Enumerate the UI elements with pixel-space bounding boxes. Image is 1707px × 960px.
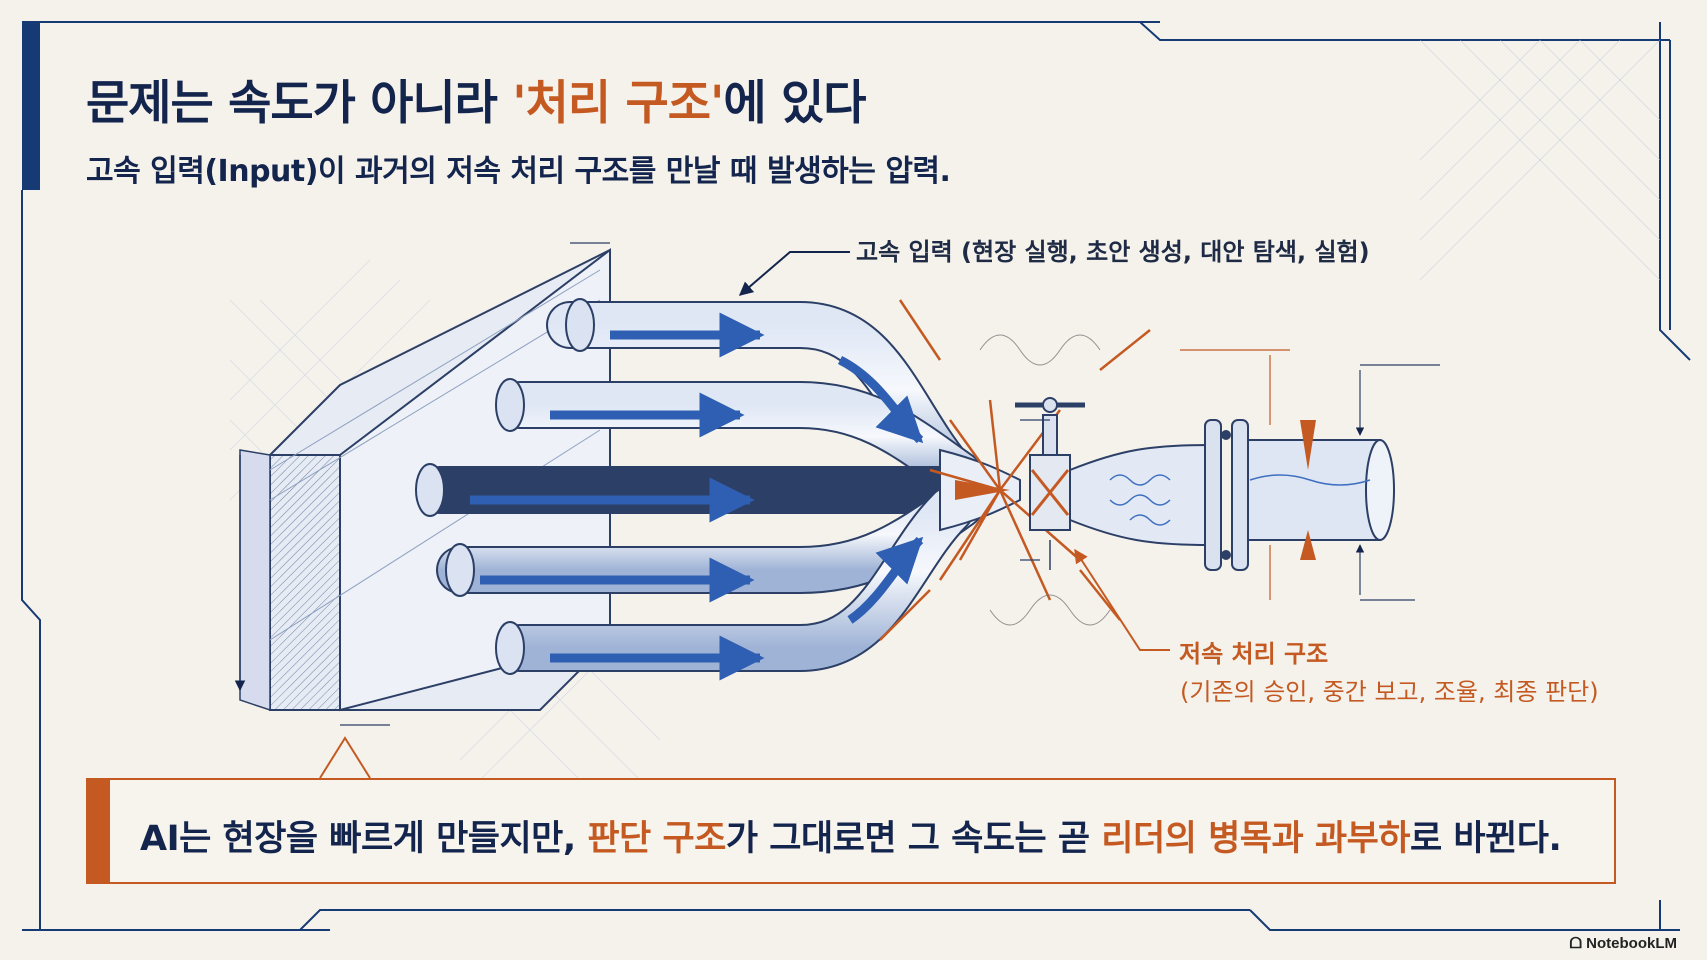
summary-accent-bar: [86, 778, 110, 884]
flange: [1204, 419, 1249, 571]
summary-part3: 로 바뀐다.: [1409, 819, 1562, 859]
title-part1: 문제는 속도가 아니라: [86, 76, 513, 131]
slow-callout-leader: [1074, 548, 1170, 651]
title-accent-bar: [22, 22, 40, 190]
logo-icon: ᗝ: [1569, 935, 1587, 952]
summary-box: AI는 현장을 빠르게 만들지만, 판단 구조가 그대로면 그 속도는 곧 리더…: [86, 778, 1616, 884]
title-part2: 에 있다: [723, 76, 866, 131]
slow-structure-detail: (기존의 승인, 중간 보고, 조율, 최종 판단): [1180, 678, 1599, 706]
page-title: 문제는 속도가 아니라 '처리 구조'에 있다: [86, 64, 866, 133]
summary-highlight-1: 판단 구조: [587, 819, 726, 859]
summary-text: AI는 현장을 빠르게 만들지만, 판단 구조가 그대로면 그 속도는 곧 리더…: [140, 810, 1562, 861]
input-callout-leader: [738, 251, 850, 296]
valve: [1015, 397, 1085, 570]
pressure-burst: [879, 299, 1151, 641]
notebooklm-logo: ᗝ NotebookLM: [1570, 935, 1677, 952]
slow-structure-label: 저속 처리 구조: [1179, 640, 1329, 668]
summary-highlight-2: 리더의 병목과 과부하: [1101, 819, 1410, 859]
summary-part1: AI는 현장을 빠르게 만들지만,: [140, 819, 588, 859]
summary-pointer: [319, 736, 371, 779]
title-accent: '처리 구조': [512, 76, 724, 131]
page-subtitle: 고속 입력(Input)이 과거의 저속 처리 구조를 만날 때 발생하는 압력…: [86, 154, 951, 189]
logo-text: NotebookLM: [1586, 935, 1677, 952]
high-speed-input-label: 고속 입력 (현장 실행, 초안 생성, 대안 탐색, 실험): [856, 238, 1370, 266]
summary-part2: 가 그대로면 그 속도는 곧: [725, 819, 1102, 859]
